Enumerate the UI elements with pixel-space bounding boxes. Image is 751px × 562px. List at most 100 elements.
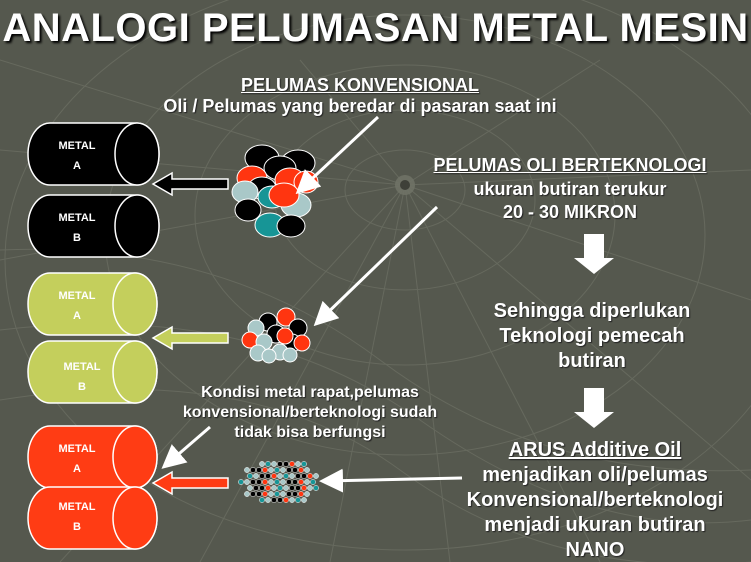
arrow-arus [319, 468, 463, 493]
nano-particle [277, 461, 283, 467]
arus-line3: menjadi ukuran butiran [484, 514, 706, 536]
nano-particle [271, 461, 277, 467]
nano-particle [295, 497, 301, 503]
nano-particle [295, 485, 301, 491]
nano-particle [289, 497, 295, 503]
particle-cluster-nano [238, 461, 319, 503]
down-arrow-2 [574, 388, 614, 428]
nano-particle [244, 467, 250, 473]
nano-particle [262, 491, 268, 497]
page-title: ANALOGI PELUMASAN METAL MESIN [2, 6, 749, 50]
nano-particle [262, 467, 268, 473]
cylinder-label-b: B [73, 232, 81, 244]
nano-particle [283, 473, 289, 479]
nano-particle [310, 479, 316, 485]
nano-particle [301, 485, 307, 491]
nano-particle [265, 485, 271, 491]
nano-particle [238, 479, 244, 485]
condition-line2: konvensional/berteknologi sudah [182, 404, 438, 421]
nano-particle [283, 461, 289, 467]
metal-cylinder-black-a: METAL A [27, 122, 160, 186]
nano-particle [289, 473, 295, 479]
cylinder-label-b: B [73, 521, 81, 533]
nano-particle [286, 491, 292, 497]
nano-particle [304, 491, 310, 497]
nano-particle [295, 461, 301, 467]
nano-particle [295, 473, 301, 479]
nano-particle [280, 479, 286, 485]
nano-particle [298, 491, 304, 497]
nano-particle [250, 491, 256, 497]
nano-particle [307, 473, 313, 479]
cylinder-label-metal: METAL [58, 140, 95, 152]
tech-heading: PELUMAS OLI BERTEKNOLOGI [433, 155, 707, 175]
nano-particle [247, 473, 253, 479]
block-arrow-red [151, 470, 229, 496]
nano-particle [274, 491, 280, 497]
nano-particle [253, 473, 259, 479]
nano-particle [277, 473, 283, 479]
nano-particle [268, 467, 274, 473]
nano-particle [292, 491, 298, 497]
nano-particle [277, 497, 283, 503]
arus-heading: ARUS Additive Oil [508, 439, 682, 461]
arus-line1: menjadikan oli/pelumas [482, 464, 708, 486]
nano-particle [301, 461, 307, 467]
nano-particle [274, 467, 280, 473]
nano-particle [298, 479, 304, 485]
nano-particle [250, 479, 256, 485]
arus-line2: Konvensional/berteknologi [466, 489, 724, 511]
nano-particle [244, 491, 250, 497]
nano-particle [250, 467, 256, 473]
tech-line2: 20 - 30 MIKRON [502, 202, 638, 222]
metal-cylinder-red-a: METAL A [27, 425, 158, 489]
nano-particle [286, 479, 292, 485]
nano-particle [298, 467, 304, 473]
nano-particle [307, 485, 313, 491]
particle-cluster-large [231, 144, 319, 238]
need-line2: Teknologi pemecah [499, 325, 685, 347]
cylinder-label-a: A [73, 463, 81, 475]
need-line3: butiran [558, 350, 626, 372]
nano-particle [265, 497, 271, 503]
nano-particle [292, 467, 298, 473]
particle-cluster-medium [241, 307, 311, 364]
condition-line1: Kondisi metal rapat,pelumas [201, 384, 419, 401]
metal-cylinder-red-b: METAL B [27, 486, 158, 550]
nano-particle [280, 467, 286, 473]
nano-particle [313, 473, 319, 479]
nano-particle [301, 497, 307, 503]
nano-particle [256, 479, 262, 485]
nano-particle [283, 485, 289, 491]
cylinder-label-metal: METAL [58, 443, 95, 455]
cylinder-label-b: B [78, 381, 86, 393]
nano-particle [289, 485, 295, 491]
nano-particle [253, 485, 259, 491]
nano-particle [304, 479, 310, 485]
tech-line1: ukuran butiran terukur [473, 179, 667, 199]
block-arrow-green [151, 325, 229, 351]
cylinder-label-metal: METAL [58, 212, 95, 224]
nano-particle [262, 479, 268, 485]
nano-particle [268, 491, 274, 497]
cylinder-label-metal: METAL [63, 361, 100, 373]
nano-particle [265, 473, 271, 479]
nano-particle [259, 473, 265, 479]
nano-particle [304, 467, 310, 473]
nano-particle [271, 497, 277, 503]
nano-particle [271, 485, 277, 491]
block-arrow-black [151, 171, 229, 197]
conventional-desc: Oli / Pelumas yang beredar di pasaran sa… [163, 96, 557, 116]
arrow-tech [313, 205, 439, 327]
condition-line3: tidak bisa berfungsi [234, 424, 386, 441]
nano-particle [256, 491, 262, 497]
cylinder-label-metal: METAL [58, 501, 95, 513]
nano-particle [289, 461, 295, 467]
nano-particle [259, 485, 265, 491]
cylinder-label-a: A [73, 310, 81, 322]
metal-cylinder-black-b: METAL B [27, 194, 160, 258]
need-line1: Sehingga diperlukan [493, 300, 691, 322]
arus-line4: NANO [565, 539, 625, 561]
nano-particle [313, 485, 319, 491]
